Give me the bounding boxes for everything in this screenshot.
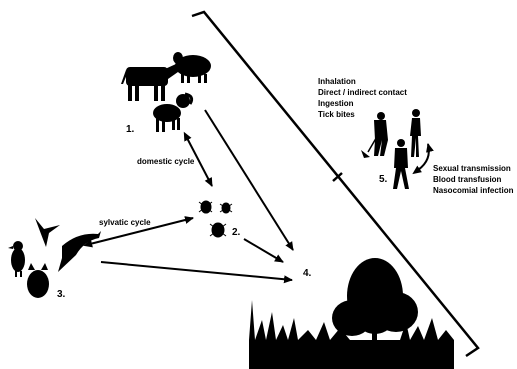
tick-icon [199,201,232,237]
sheep-icon [173,52,211,83]
human-route-item: Sexual transmission [433,163,513,174]
cow-icon [121,64,178,101]
label-domestic-cycle: domestic cycle [137,157,194,166]
route-item: Inhalation [318,76,407,87]
person-icon [393,139,409,189]
label-wildlife-number: 3. [57,289,65,300]
human-route-item: Nasocomial infection [433,185,513,196]
owl-icon [27,263,49,298]
human-route-item: Blood transfusion [433,174,513,185]
ram-icon [153,94,192,132]
goose-icon [58,231,101,272]
route-item: Direct / indirect contact [318,87,407,98]
swallow-icon [35,218,60,247]
woman-icon [410,109,421,157]
routes-to-humans-list: Inhalation Direct / indirect contact Ing… [318,76,407,120]
label-sylvatic-cycle: sylvatic cycle [99,218,151,227]
label-environment-number: 4. [303,268,311,279]
arrow-human-to-human [418,144,429,170]
arrow-ticks-to-environment [244,239,283,262]
human-to-human-list: Sexual transmission Blood transfusion Na… [433,163,513,196]
label-humans-number: 5. [379,174,387,185]
bird-icon [8,241,25,277]
label-ticks-number: 2. [232,227,240,238]
route-item: Ingestion [318,98,407,109]
arrow-wildlife-to-environment [101,262,292,280]
label-livestock-number: 1. [126,124,134,135]
route-item: Tick bites [318,109,407,120]
